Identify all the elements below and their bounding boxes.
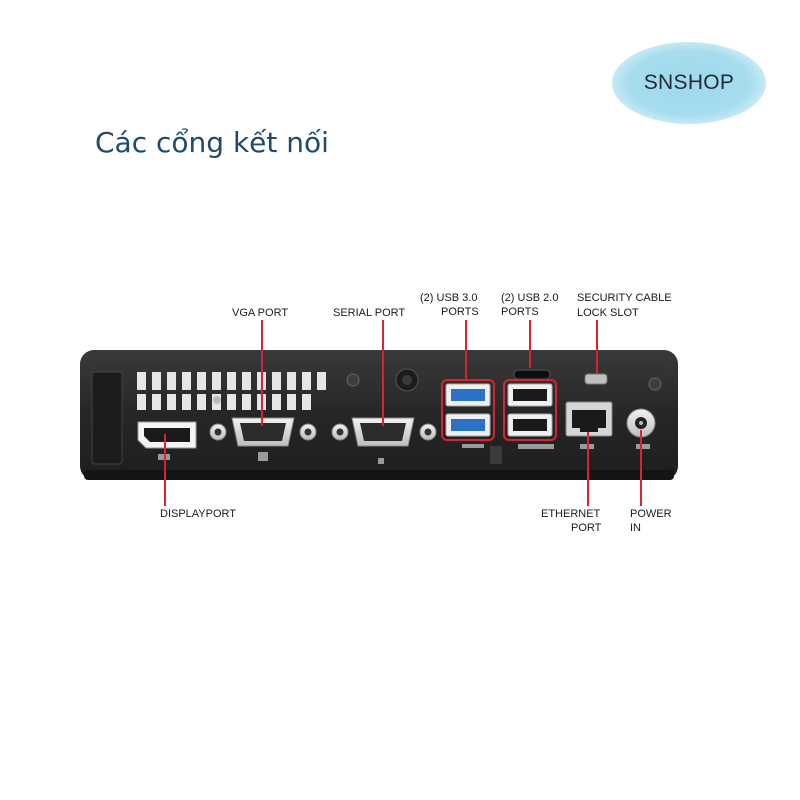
vga-connector (209, 417, 317, 447)
label-usb2-line2: PORTS (501, 306, 539, 318)
label-power-line1: POWER (630, 508, 672, 520)
card-slot (513, 369, 551, 380)
callout-lines (164, 320, 642, 506)
label-usb3-line1: (2) USB 3.0 (420, 292, 477, 304)
watermark-text: SNSHOP (643, 71, 735, 94)
label-vga-port: VGA PORT (232, 307, 288, 319)
usb2-ports (503, 379, 557, 441)
label-ethernet-line2: PORT (571, 522, 602, 534)
label-serial-port: SERIAL PORT (333, 307, 405, 319)
label-power-line2: IN (630, 522, 641, 534)
label-ethernet-line1: ETHERNET (541, 508, 601, 520)
snshop-watermark: SNSHOP (612, 42, 766, 124)
label-security-line2: LOCK SLOT (577, 307, 639, 319)
screw-hole (213, 396, 221, 404)
label-security-line1: SECURITY CABLE (577, 292, 672, 304)
ethernet-port (565, 401, 613, 437)
label-usb3-line2: PORTS (441, 306, 479, 318)
page-title: Các cổng kết nối (95, 126, 329, 159)
label-displayport: DISPLAYPORT (160, 508, 236, 520)
displayport-connector (137, 421, 197, 449)
label-usb2-line1: (2) USB 2.0 (501, 292, 558, 304)
thumb-screw (395, 368, 419, 392)
usb3-ports (441, 379, 495, 441)
screw-hole (346, 373, 360, 387)
serial-connector (331, 417, 437, 447)
screw-hole (648, 377, 662, 391)
security-lock-slot (584, 373, 608, 385)
side-latch (91, 371, 123, 465)
